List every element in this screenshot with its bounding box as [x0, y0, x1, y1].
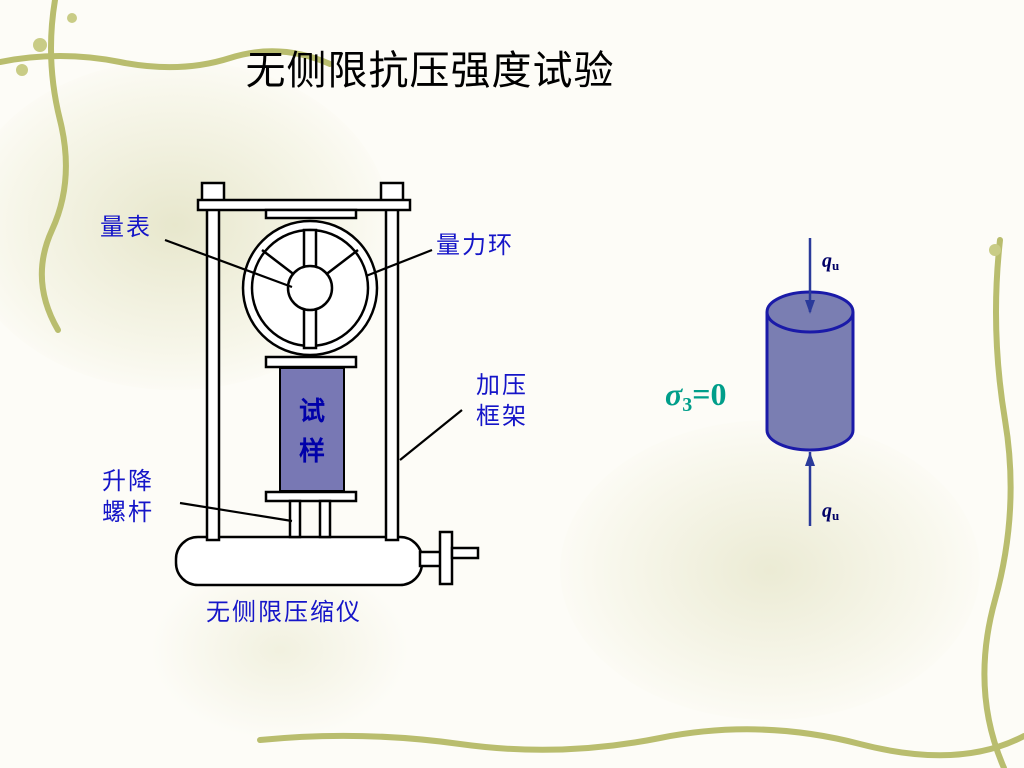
sigma-symbol: σ	[665, 376, 683, 412]
slide-title: 无侧限抗压强度试验	[245, 48, 615, 94]
vine-bud-3	[16, 64, 28, 76]
screw-label-line2: 螺杆	[102, 498, 154, 526]
proving-ring-label: 量力环	[436, 231, 514, 259]
sample-label-line2: 样	[298, 437, 325, 467]
bottom-load-symbol: q	[822, 500, 832, 522]
top-load-symbol: q	[822, 250, 832, 272]
right-vine	[981, 237, 1014, 768]
top-load-subscript: u	[832, 258, 840, 273]
frame-label-line1: 加压	[476, 371, 528, 399]
leader-ring	[365, 248, 433, 278]
handle-bar	[450, 546, 480, 560]
top-crossbar	[196, 198, 412, 212]
vine-bud-2	[67, 13, 77, 23]
background-foliage-bottom	[150, 560, 410, 740]
sample-label-line1: 试	[298, 397, 325, 427]
vine-bud-4	[989, 244, 1001, 256]
leader-screw	[179, 501, 293, 523]
bottom-vine	[257, 726, 1024, 759]
lifting-screw-label: 升降 螺杆	[102, 466, 154, 528]
leader-frame	[399, 409, 463, 461]
frame-label-line2: 框架	[476, 402, 528, 430]
bottom-load-arrowhead	[805, 452, 815, 466]
vine-bud-1	[33, 38, 47, 52]
confining-stress-label: σ3=0	[665, 376, 726, 417]
top-platen	[264, 208, 358, 220]
frame-label: 加压 框架	[476, 370, 528, 432]
ring-spoke-ul	[261, 249, 297, 277]
soil-sample	[279, 367, 345, 492]
stress-cylinder-group	[765, 290, 855, 452]
sigma-value: =0	[692, 376, 727, 412]
background-foliage-right	[560, 420, 980, 720]
base-cylinder	[174, 535, 424, 587]
lifting-screw-left	[288, 499, 302, 539]
dial-gauge-center	[286, 264, 334, 312]
screw-label-line1: 升降	[102, 467, 154, 495]
frame-rod-right	[384, 204, 400, 542]
bottom-load-label: qu	[822, 500, 839, 524]
lifting-screw-right	[318, 499, 332, 539]
bolt-head-left	[200, 181, 226, 203]
cylinder-body	[765, 312, 855, 452]
bottom-load-subscript: u	[832, 508, 840, 523]
leader-gauge	[164, 238, 293, 289]
top-load-label: qu	[822, 250, 839, 274]
lower-sample-platen	[264, 490, 358, 503]
sample-label: 试 样	[283, 392, 341, 472]
top-load-arrowhead	[805, 300, 815, 314]
sigma-subscript: 3	[682, 394, 693, 416]
top-vine	[0, 48, 333, 71]
gauge-label: 量表	[100, 213, 152, 241]
handle-knob	[438, 530, 454, 586]
upper-sample-platen	[264, 355, 358, 369]
ring-spoke-ur	[323, 249, 359, 277]
device-name-label: 无侧限压缩仪	[206, 598, 362, 626]
handle-shaft	[418, 550, 444, 568]
bolt-head-right	[379, 181, 405, 203]
